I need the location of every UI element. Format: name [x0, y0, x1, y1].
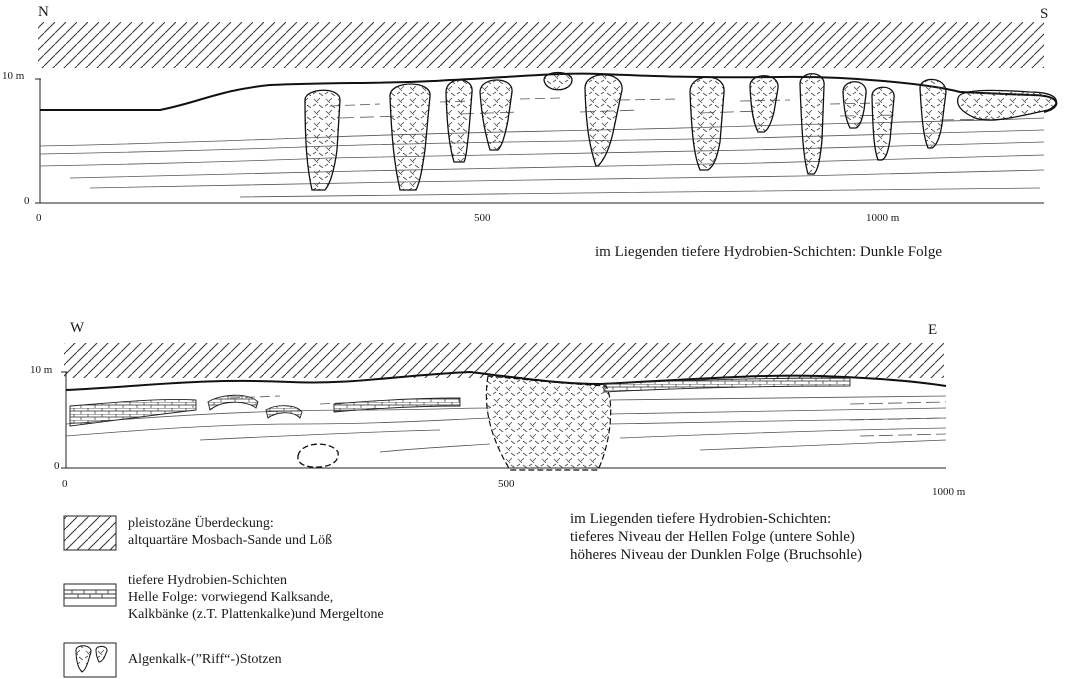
ns-strata — [40, 98, 1044, 197]
legend-cover-line-2: altquartäre Mosbach-Sande und Löß — [128, 532, 332, 549]
ns-x-label-0: 0 — [36, 212, 42, 224]
legend-helle-line-2: Helle Folge: vorwiegend Kalksande, — [128, 589, 384, 606]
we-caption-line-3: höheres Niveau der Dunklen Folge (Bruchs… — [570, 546, 862, 564]
we-lens — [298, 444, 338, 467]
ns-cover-hatch — [38, 22, 1044, 68]
ns-x-label-1000: 1000 m — [866, 212, 899, 224]
legend-entry-cover: pleistozäne Überdeckung: altquartäre Mos… — [128, 515, 332, 549]
legend-symbol-brick — [64, 584, 116, 606]
we-x-label-500: 500 — [498, 478, 515, 490]
legend-entry-reef: Algenkalk-(”Riff“-)Stotzen — [128, 651, 282, 668]
ns-direction-north: N — [38, 4, 49, 21]
ns-x-label-500: 500 — [474, 212, 491, 224]
ns-y-label-bottom: 0 — [24, 195, 30, 207]
legend-symbol-reef — [64, 643, 116, 677]
legend-entry-helle-folge: tiefere Hydrobien-Schichten Helle Folge:… — [128, 572, 384, 623]
we-x-label-1000: 1000 m — [932, 486, 965, 498]
ns-direction-south: S — [1040, 6, 1048, 23]
profile-we — [61, 343, 946, 470]
legend-cover-line-1: pleistozäne Überdeckung: — [128, 515, 332, 532]
ns-y-label-top: 10 m — [2, 70, 24, 82]
legend-symbols — [64, 516, 116, 677]
we-reef-body — [486, 376, 610, 470]
we-x-label-0: 0 — [62, 478, 68, 490]
legend-reef-line-1: Algenkalk-(”Riff“-)Stotzen — [128, 651, 282, 668]
we-caption: im Liegenden tiefere Hydrobien-Schichten… — [570, 510, 862, 564]
legend-symbol-hatch — [64, 516, 116, 550]
we-cover-hatch — [64, 343, 944, 378]
we-y-label-bottom: 0 — [54, 460, 60, 472]
legend-helle-line-3: Kalkbänke (z.T. Plattenkalke)und Mergelt… — [128, 606, 384, 623]
we-caption-line-1: im Liegenden tiefere Hydrobien-Schichten… — [570, 510, 862, 528]
profile-ns — [35, 22, 1056, 203]
we-kalkbanks — [70, 378, 850, 426]
ns-caption: im Liegenden tiefere Hydrobien-Schichten… — [595, 244, 942, 261]
we-direction-west: W — [70, 320, 84, 337]
legend-helle-line-1: tiefere Hydrobien-Schichten — [128, 572, 384, 589]
we-y-label-top: 10 m — [30, 364, 52, 376]
we-caption-line-2: tieferes Niveau der Hellen Folge (untere… — [570, 528, 862, 546]
we-direction-east: E — [928, 322, 937, 339]
